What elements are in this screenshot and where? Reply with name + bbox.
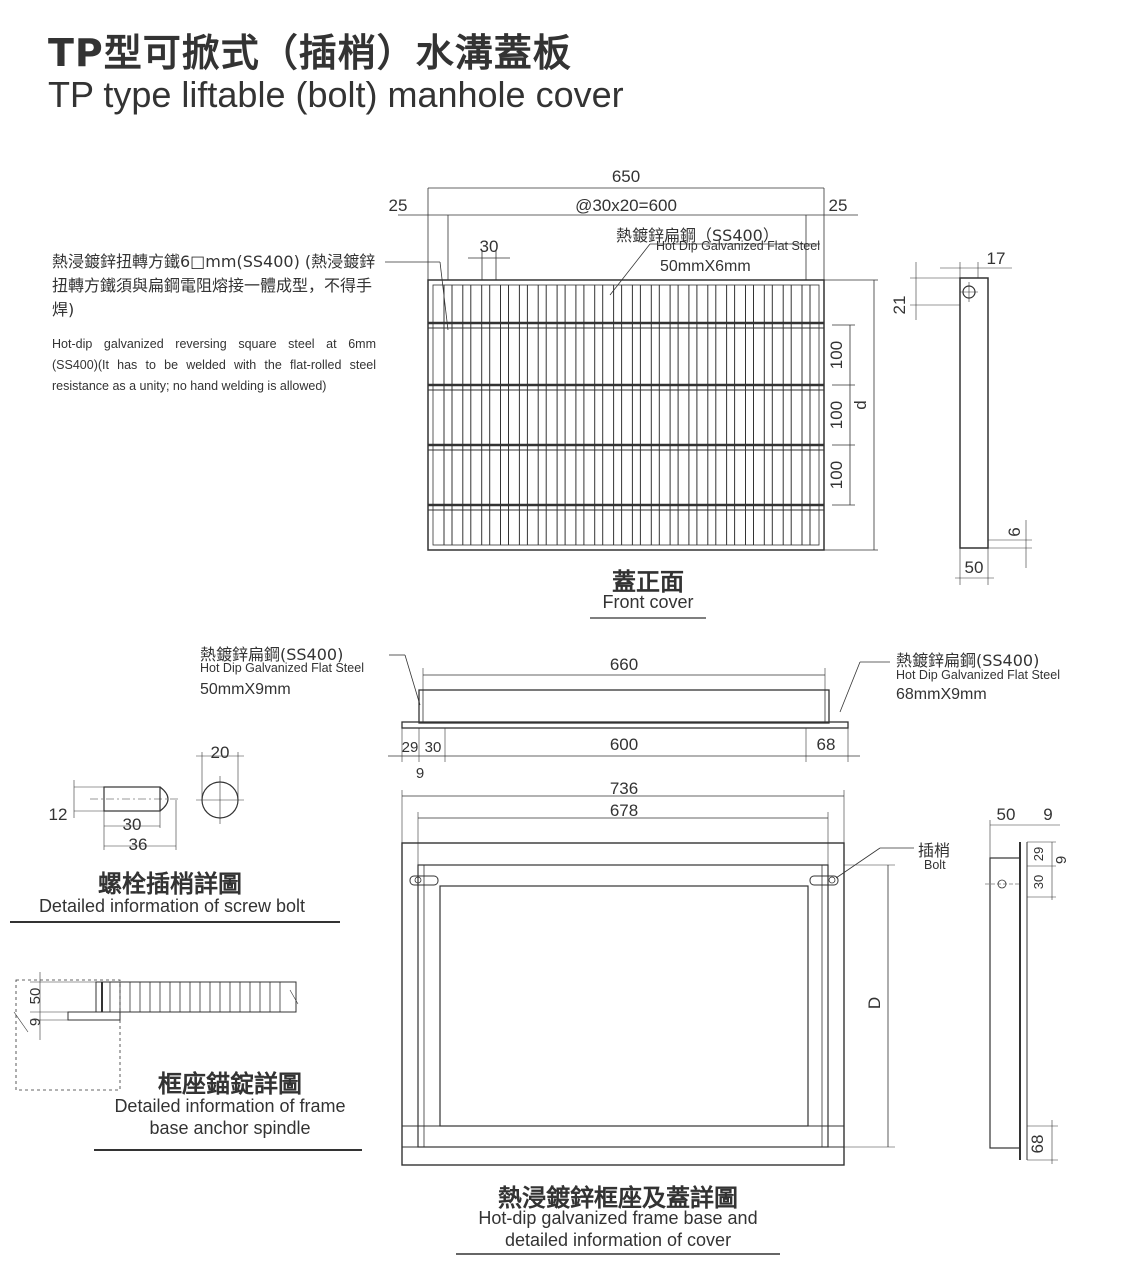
dim-6: 6 bbox=[1005, 527, 1024, 536]
dim-30-section: 30 bbox=[425, 739, 442, 756]
dim-68-section: 68 bbox=[817, 735, 836, 754]
section-left-en: Hot Dip Galvanized Flat Steel bbox=[200, 661, 364, 675]
anchor-detail bbox=[13, 972, 299, 1091]
dim-736: 736 bbox=[610, 779, 638, 798]
frame-detail bbox=[401, 790, 914, 1166]
title-english: TP type liftable (bolt) manhole cover bbox=[48, 74, 624, 115]
dim-30-pitch: 30 bbox=[480, 237, 499, 256]
frame-caption-en1: Hot-dip galvanized frame base and bbox=[478, 1208, 758, 1228]
front-dimensions bbox=[385, 187, 878, 551]
dim-29-frame: 29 bbox=[1031, 847, 1046, 861]
section-left-size: 50mmX9mm bbox=[200, 681, 291, 698]
section-right-en: Hot Dip Galvanized Flat Steel bbox=[896, 668, 1060, 682]
frame-caption-zh: 熱浸鍍鋅框座及蓋詳圖 bbox=[498, 1184, 738, 1212]
note-english: Hot-dip galvanized reversing square stee… bbox=[52, 337, 376, 393]
dim-68-frame: 68 bbox=[1028, 1135, 1047, 1154]
title-chinese: TP型可掀式（插梢）水溝蓋板 bbox=[48, 31, 572, 75]
front-flat-steel-zh: 熱鍍鋅扁鋼（SS400） bbox=[616, 226, 779, 245]
frame-side-profile bbox=[985, 820, 1060, 1164]
bolt-caption-en: Detailed information of screw bolt bbox=[38, 896, 306, 916]
frame-caption-en2: detailed information of cover bbox=[504, 1230, 732, 1250]
dim-25-left: 25 bbox=[389, 196, 408, 215]
dim-12-bolt: 12 bbox=[49, 805, 68, 824]
bolt-detail bbox=[73, 752, 244, 850]
dim-30-frame: 30 bbox=[1031, 875, 1046, 889]
cover-section-view bbox=[388, 654, 890, 762]
dim-678: 678 bbox=[610, 801, 638, 820]
anchor-caption-en1: Detailed information of frame bbox=[114, 1096, 346, 1116]
dim-9-anchor: 9 bbox=[27, 1018, 44, 1026]
front-flat-steel-size: 50mmX6mm bbox=[660, 258, 751, 275]
dim-650: 650 bbox=[612, 167, 640, 186]
dim-50-frame: 50 bbox=[997, 805, 1016, 824]
dim-600-pitch: @30x20=600 bbox=[575, 196, 677, 215]
dim-100-1: 100 bbox=[827, 341, 846, 369]
dim-50-anchor: 50 bbox=[27, 988, 44, 1005]
anchor-caption-en2: base anchor spindle bbox=[149, 1118, 311, 1138]
dim-25-right: 25 bbox=[829, 196, 848, 215]
dimension-labels: 650 @30x20=600 25 25 30 100 100 100 d 17… bbox=[27, 167, 1070, 1153]
section-right-size: 68mmX9mm bbox=[896, 686, 987, 703]
anchor-caption-zh: 框座錨錠詳圖 bbox=[158, 1070, 302, 1098]
dim-D: D bbox=[865, 997, 884, 1009]
frame-bolt-en: Bolt bbox=[924, 858, 946, 872]
front-cover-grating bbox=[427, 279, 825, 551]
front-side-profile bbox=[910, 262, 1032, 585]
dim-100-3: 100 bbox=[827, 461, 846, 489]
front-flat-steel-en: Hot Dip Galvanized Flat Steel bbox=[656, 239, 820, 253]
dim-21: 21 bbox=[890, 296, 909, 315]
section-right-zh: 熱鍍鋅扁鋼(SS400) bbox=[896, 651, 1040, 670]
dim-d: d bbox=[851, 400, 870, 409]
dim-17: 17 bbox=[987, 249, 1006, 268]
dim-36-bolt: 36 bbox=[129, 835, 148, 854]
dim-50-side: 50 bbox=[965, 558, 984, 577]
section-left-zh: 熱鍍鋅扁鋼(SS400) bbox=[200, 645, 344, 664]
dim-9-frame: 9 bbox=[1043, 805, 1052, 824]
dim-660: 660 bbox=[610, 655, 638, 674]
dim-9b-frame: 9 bbox=[1053, 856, 1070, 864]
dim-29: 29 bbox=[402, 739, 419, 756]
front-cover-caption-en: Front cover bbox=[602, 592, 694, 612]
front-cover-caption-zh: 蓋正面 bbox=[612, 568, 684, 596]
note-chinese: 熱浸鍍鋅扭轉方鐵6□mm(SS400) (熱浸鍍鋅扭轉方鐵須與扁鋼電阻熔接一體成… bbox=[52, 252, 376, 319]
bolt-caption-zh: 螺栓插梢詳圖 bbox=[98, 870, 242, 898]
dim-600-section: 600 bbox=[610, 735, 638, 754]
dim-100-2: 100 bbox=[827, 401, 846, 429]
dim-20-bolt: 20 bbox=[211, 743, 230, 762]
dim-30-bolt: 30 bbox=[123, 815, 142, 834]
dim-9-section: 9 bbox=[416, 765, 424, 782]
frame-bolt-zh: 插梢 bbox=[918, 841, 951, 860]
